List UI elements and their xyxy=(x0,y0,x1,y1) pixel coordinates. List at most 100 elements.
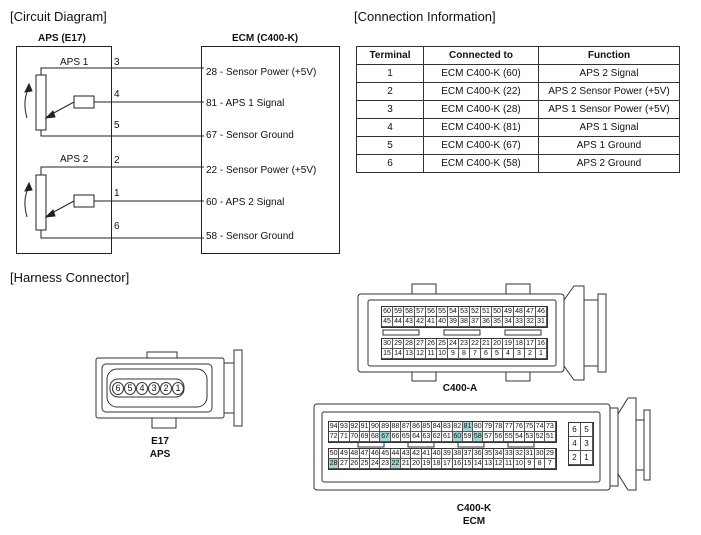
c400a-pin: 58 xyxy=(404,307,415,317)
aps-pin-4: 4 xyxy=(114,89,120,100)
c400k-pin: 8 xyxy=(534,459,546,469)
c400k-pin: 33 xyxy=(504,449,515,459)
cell-connected-to: ECM C400-K (81) xyxy=(423,118,539,137)
c400k-pin: 85 xyxy=(421,422,432,432)
c400k-pin: 53 xyxy=(524,432,535,442)
c400a-pin: 44 xyxy=(393,317,404,327)
c400k-pin: 70 xyxy=(349,432,360,442)
cell-function: APS 2 Sensor Power (+5V) xyxy=(538,82,680,101)
c400a-pin: 38 xyxy=(459,317,470,327)
aps-pin-6: 6 xyxy=(114,221,120,232)
c400a-pin: 43 xyxy=(404,317,415,327)
c400a-pin: 11 xyxy=(426,349,437,359)
c400k-pin: 13 xyxy=(483,459,494,469)
c400k-pin: 46 xyxy=(370,449,381,459)
c400k-pin: 54 xyxy=(514,432,525,442)
c400k-pin: 52 xyxy=(534,432,546,442)
c400k-pin: 58 xyxy=(473,432,484,442)
c400k-pin: 37 xyxy=(462,449,474,459)
c400a-pin: 30 xyxy=(382,339,393,349)
e17-pin: 6 xyxy=(112,381,124,395)
c400k-pin: 81 xyxy=(462,422,474,432)
c400k-pin: 66 xyxy=(390,432,402,442)
cell-terminal: 4 xyxy=(356,118,424,137)
c400a-pin: 4 xyxy=(503,349,514,359)
aps-pin-5: 5 xyxy=(114,120,120,131)
c400a-pin: 20 xyxy=(492,339,503,349)
c400k-pin: 34 xyxy=(493,449,505,459)
c400a-pin: 57 xyxy=(415,307,426,317)
c400k-pin: 18 xyxy=(431,459,443,469)
c400a-pin: 28 xyxy=(404,339,415,349)
c400a-pin: 59 xyxy=(393,307,404,317)
c400k-pin: 60 xyxy=(452,432,463,442)
cell-terminal: 1 xyxy=(356,64,424,83)
c400a-pin: 19 xyxy=(503,339,514,349)
table-header-row: Terminal Connected to Function xyxy=(356,46,680,65)
e17-sub-label: APS xyxy=(149,449,171,460)
c400a-pin: 3 xyxy=(514,349,525,359)
c400a-pin: 10 xyxy=(437,349,448,359)
c400k-pin: 56 xyxy=(493,432,505,442)
c400k-pin: 10 xyxy=(514,459,525,469)
c400k-pin: 7 xyxy=(545,459,556,469)
c400a-pin: 37 xyxy=(470,317,481,327)
c400k-pin: 19 xyxy=(421,459,432,469)
c400k-pin: 88 xyxy=(390,422,402,432)
ecm-line-22: 22 - Sensor Power (+5V) xyxy=(206,165,317,176)
c400k-pin: 75 xyxy=(524,422,535,432)
c400k-pin: 26 xyxy=(349,459,360,469)
c400a-pin: 7 xyxy=(470,349,481,359)
c400k-pin: 20 xyxy=(411,459,422,469)
c400k-pin: 11 xyxy=(504,459,515,469)
table-row: 5 ECM C400-K (67) APS 1 Ground xyxy=(356,136,680,155)
c400k-pin: 89 xyxy=(380,422,391,432)
aps-pin-3: 3 xyxy=(114,57,120,68)
c400k-pin: 48 xyxy=(349,449,360,459)
c400a-pin: 35 xyxy=(492,317,503,327)
c400a-pin: 51 xyxy=(481,307,492,317)
c400k-pin: 72 xyxy=(329,432,340,442)
c400k-pin: 35 xyxy=(483,449,494,459)
cell-function: APS 2 Signal xyxy=(538,64,680,83)
connection-table: Terminal Connected to Function 1 ECM C40… xyxy=(356,46,680,173)
c400k-pin: 21 xyxy=(401,459,412,469)
c400a-pin: 36 xyxy=(481,317,492,327)
c400a-pin: 26 xyxy=(426,339,437,349)
header-connected-to: Connected to xyxy=(423,46,539,65)
c400a-pin: 55 xyxy=(437,307,448,317)
c400k-pin: 22 xyxy=(390,459,402,469)
c400a-pin: 17 xyxy=(525,339,536,349)
ecm-line-67: 67 - Sensor Ground xyxy=(206,130,294,141)
cell-terminal: 5 xyxy=(356,136,424,155)
c400a-pin: 6 xyxy=(481,349,492,359)
c400k-pin: 82 xyxy=(452,422,463,432)
c400k-side-pin: 4 xyxy=(569,437,581,451)
aps1-label: APS 1 xyxy=(60,57,89,68)
c400k-pin: 90 xyxy=(370,422,381,432)
ecm-box xyxy=(201,46,340,254)
c400k-pin: 55 xyxy=(504,432,515,442)
ecm-line-60: 60 - APS 2 Signal xyxy=(206,197,285,208)
c400a-pin: 41 xyxy=(426,317,437,327)
c400k-side-pin: 1 xyxy=(581,451,593,465)
table-row: 4 ECM C400-K (81) APS 1 Signal xyxy=(356,118,680,137)
cell-connected-to: ECM C400-K (22) xyxy=(423,82,539,101)
cell-function: APS 1 Sensor Power (+5V) xyxy=(538,100,680,119)
c400k-pin: 77 xyxy=(504,422,515,432)
c400k-pin: 74 xyxy=(534,422,546,432)
c400k-side-pin: 2 xyxy=(569,451,581,465)
c400k-pin: 87 xyxy=(401,422,412,432)
c400k-pin: 63 xyxy=(421,432,432,442)
header-function: Function xyxy=(538,46,680,65)
c400k-pin: 43 xyxy=(401,449,412,459)
c400k-pin: 30 xyxy=(534,449,546,459)
c400a-pin: 48 xyxy=(514,307,525,317)
cell-function: APS 1 Ground xyxy=(538,136,680,155)
c400k-pin: 73 xyxy=(545,422,556,432)
e17-pin: 1 xyxy=(172,381,184,395)
c400a-pin: 45 xyxy=(382,317,393,327)
